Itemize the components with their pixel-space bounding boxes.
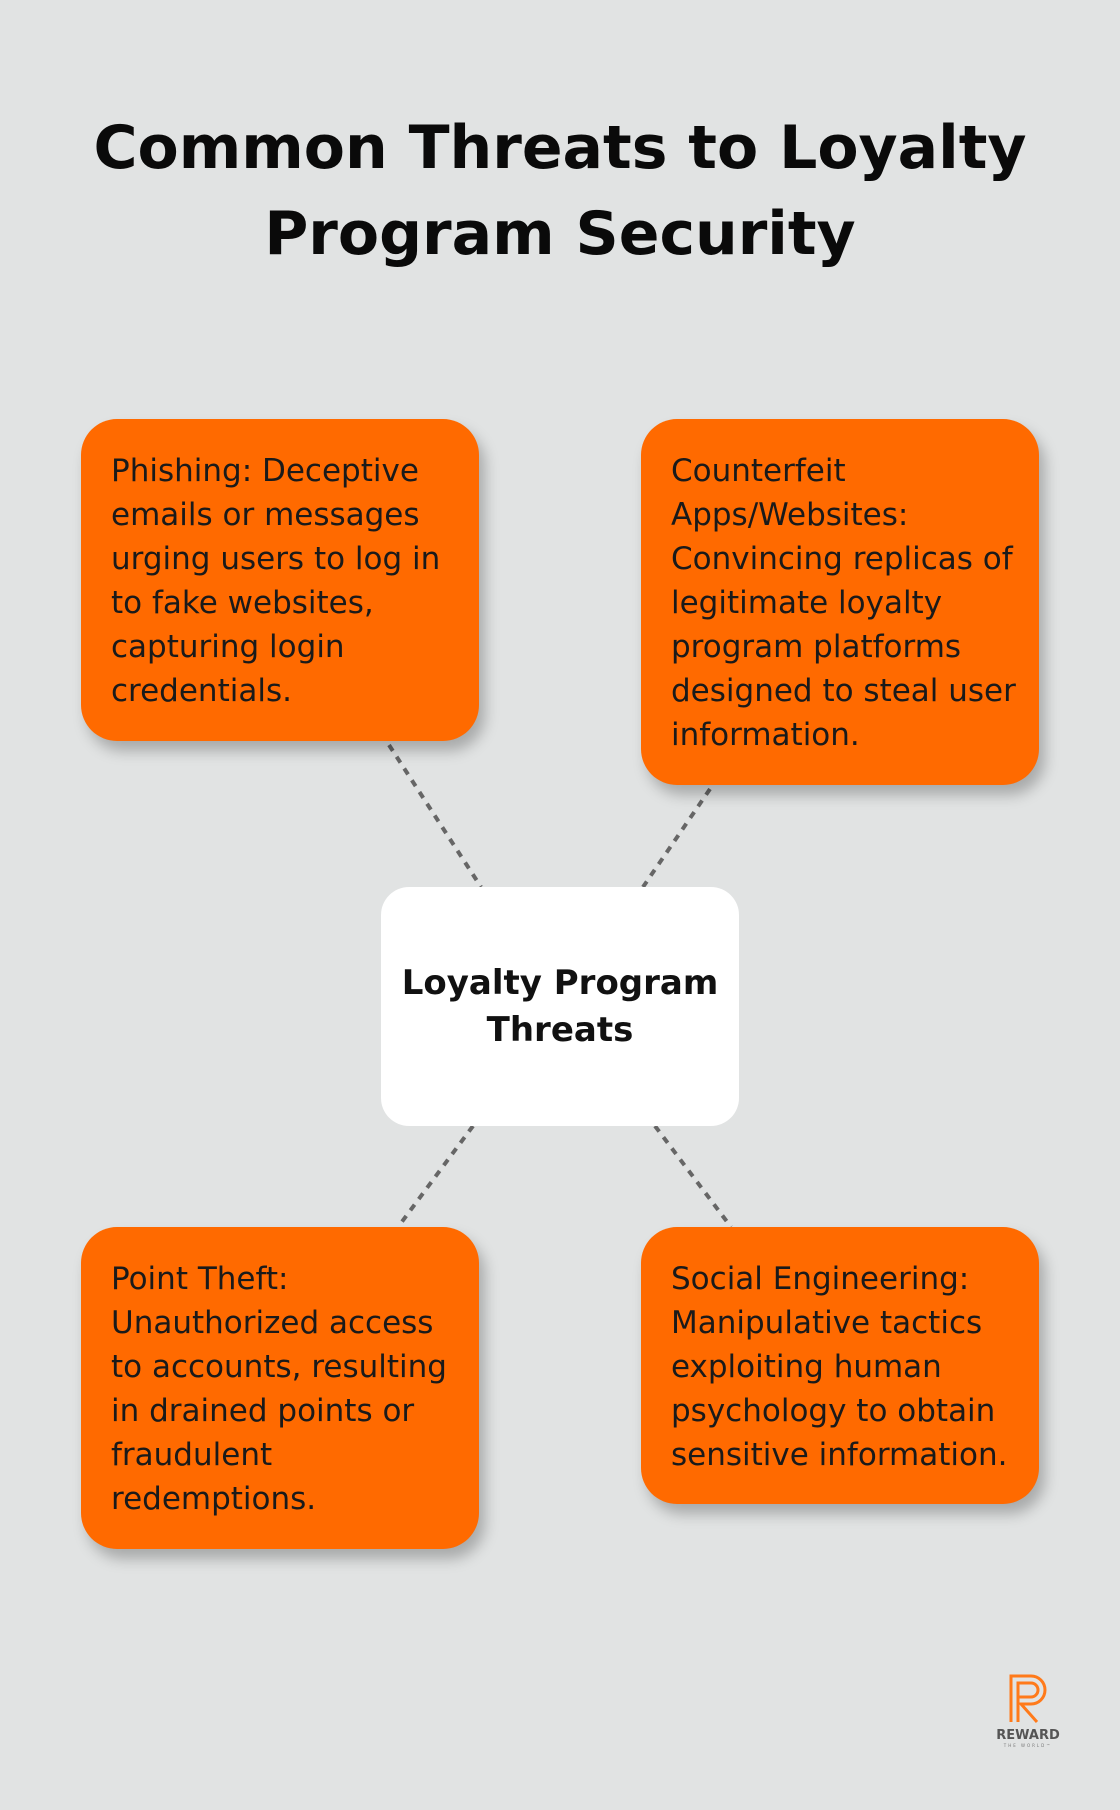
threat-card-phishing: Phishing: Deceptive emails or messages u… bbox=[81, 419, 479, 741]
center-line-2: Threats bbox=[486, 1009, 634, 1050]
threat-card-point-theft: Point Theft: Unauthorized access to acco… bbox=[81, 1227, 479, 1549]
page-title: Common Threats to Loyalty Program Securi… bbox=[0, 105, 1120, 277]
title-line-2: Program Security bbox=[264, 199, 856, 269]
threat-card-counterfeit: Counterfeit Apps/Websites: Convincing re… bbox=[641, 419, 1039, 785]
connector-point-theft bbox=[396, 1124, 475, 1229]
logo-tagline: THE WORLD™ bbox=[1003, 1743, 1053, 1748]
central-node: Loyalty Program Threats bbox=[381, 887, 739, 1126]
threat-text: Counterfeit Apps/Websites: Convincing re… bbox=[671, 453, 1016, 753]
connector-social-engineering bbox=[653, 1124, 733, 1229]
center-line-1: Loyalty Program bbox=[401, 962, 719, 1003]
logo-name: REWARD bbox=[996, 1728, 1060, 1743]
connector-phishing bbox=[387, 743, 483, 889]
reward-r-icon bbox=[1009, 1674, 1047, 1723]
threat-text: Point Theft: Unauthorized access to acco… bbox=[111, 1261, 447, 1517]
connector-counterfeit bbox=[641, 787, 712, 889]
threat-card-social-engineering: Social Engineering: Manipulative tactics… bbox=[641, 1227, 1039, 1504]
threat-text: Phishing: Deceptive emails or messages u… bbox=[111, 453, 441, 709]
threat-text: Social Engineering: Manipulative tactics… bbox=[671, 1261, 1008, 1473]
reward-logo: REWARD THE WORLD™ bbox=[990, 1672, 1066, 1748]
title-line-1: Common Threats to Loyalty bbox=[93, 113, 1027, 183]
